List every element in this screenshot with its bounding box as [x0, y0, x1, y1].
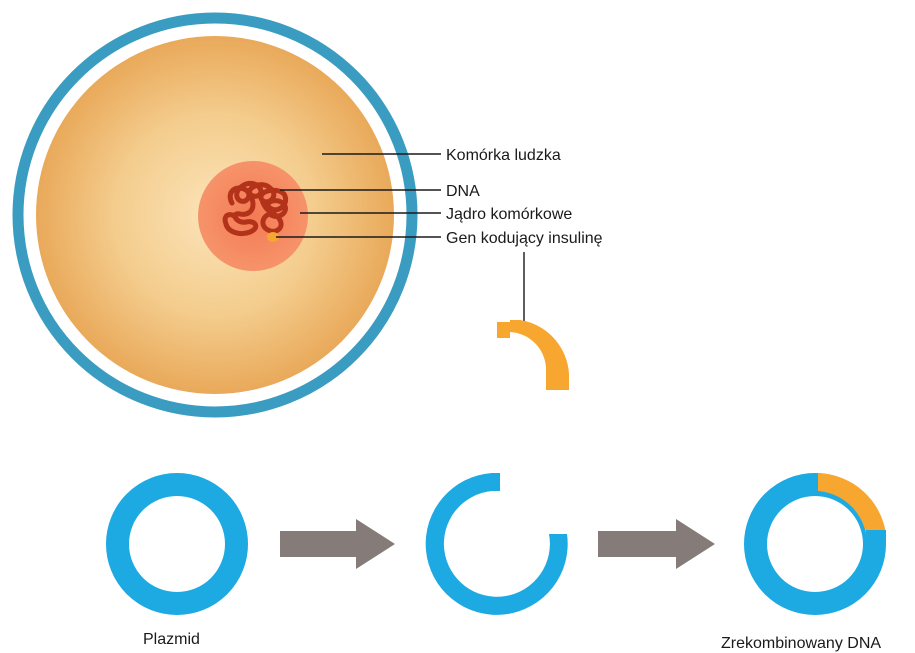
label-recombinant-dna: Zrekombinowany DNA	[721, 635, 881, 652]
insulin-gene-fragment	[497, 320, 569, 390]
process-arrow-1	[280, 519, 395, 569]
label-plasmid: Plazmid	[143, 631, 200, 648]
cut-plasmid	[426, 473, 568, 615]
process-arrow-2	[598, 519, 715, 569]
label-human-cell: Komórka ludzka	[446, 147, 561, 164]
cell-nucleus	[198, 161, 308, 271]
recombinant-dna-ring	[756, 473, 887, 604]
label-nucleus: Jądro komórkowe	[446, 206, 572, 223]
label-dna: DNA	[446, 183, 480, 200]
plasmid-ring	[118, 485, 237, 604]
label-insulin-gene: Gen kodujący insulinę	[446, 230, 603, 247]
human-cell	[18, 18, 412, 412]
